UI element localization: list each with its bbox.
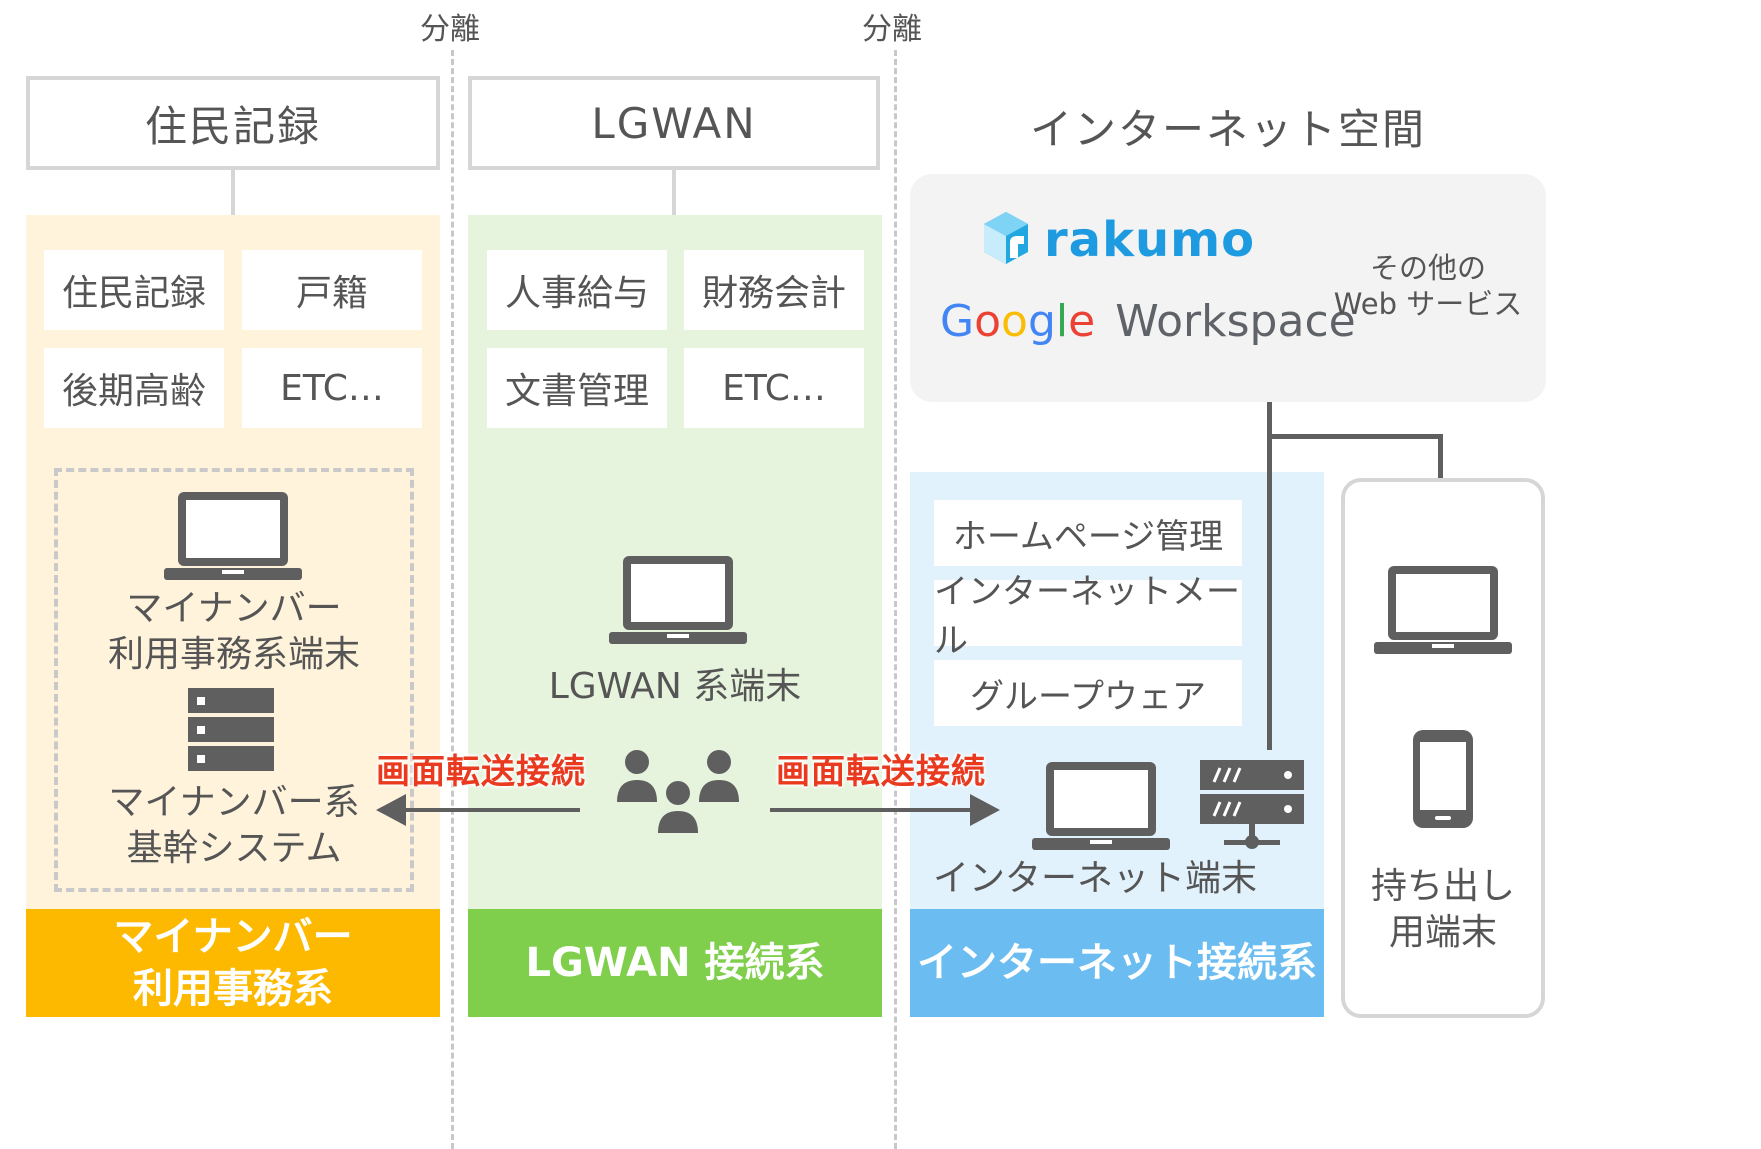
tile-internet-mail: インターネットメール	[934, 572, 1242, 661]
internet-header: インターネット空間	[1029, 105, 1426, 154]
smartphone-icon	[1413, 730, 1473, 828]
mynumber-terminal-label: マイナンバー 利用事務系端末	[54, 586, 414, 678]
rakumo-logo-text: rakumo	[1044, 212, 1256, 268]
resident-header: 住民記録	[26, 76, 440, 170]
google-letter-e: e	[1068, 296, 1096, 347]
tile-document-mgmt: 文書管理	[487, 348, 667, 428]
mynumber-secure-zone	[54, 468, 414, 892]
laptop-icon	[1374, 566, 1512, 654]
google-letter-g2: g	[1027, 296, 1056, 347]
google-letter-l: l	[1055, 296, 1069, 347]
other-web-services-line1: その他の	[1369, 251, 1486, 285]
mynumber-terminal-label-line1: マイナンバー	[126, 588, 342, 629]
mobile-link-vertical	[1438, 434, 1443, 480]
mynumber-server-label-line1: マイナンバー系	[108, 782, 360, 823]
separator-label-1: 分離	[420, 12, 480, 47]
users-group-icon	[617, 750, 739, 833]
laptop-icon	[164, 492, 302, 580]
tile-family-register: 戸籍	[242, 250, 422, 330]
lgwan-header: LGWAN	[468, 76, 880, 170]
workspace-text: Workspace	[1115, 296, 1356, 347]
laptop-icon	[609, 556, 747, 644]
laptop-icon	[1032, 762, 1170, 850]
mynumber-footer: マイナンバー 利用事務系	[26, 909, 440, 1017]
internet-terminal-label: インターネット端末	[932, 858, 1257, 899]
mynumber-server-label: マイナンバー系 基幹システム	[54, 780, 414, 872]
rakumo-logo-icon	[984, 212, 1028, 264]
tile-late-elderly: 後期高齢	[44, 348, 224, 428]
cloud-link-vertical-overlay	[1267, 472, 1272, 750]
mynumber-footer-line1: マイナンバー	[113, 914, 353, 960]
tile-finance: 財務会計	[684, 250, 864, 330]
mynumber-terminal-label-line2: 利用事務系端末	[107, 634, 360, 675]
tile-hr-payroll: 人事給与	[487, 250, 667, 330]
google-letter-g: G	[940, 296, 975, 347]
other-web-services: その他の Web サービス	[1330, 250, 1526, 322]
internet-footer: インターネット接続系	[910, 909, 1324, 1017]
separator-label-2: 分離	[862, 12, 922, 47]
lgwan-header-text: LGWAN	[591, 98, 757, 148]
tile-etc-lgwan: ETC…	[684, 348, 864, 428]
mobile-device-label: 持ち出し 用端末	[1345, 864, 1541, 956]
network-server-icon	[1200, 760, 1304, 849]
mynumber-server-label-line2: 基幹システム	[126, 828, 342, 869]
resident-connector	[231, 170, 235, 216]
lgwan-connector	[672, 170, 676, 216]
internet-footer-text: インターネット接続系	[917, 940, 1317, 986]
tile-homepage-mgmt: ホームページ管理	[934, 500, 1242, 566]
screen-transfer-label-right: 画面転送接続	[776, 752, 986, 792]
mynumber-footer-line2: 利用事務系	[132, 966, 333, 1012]
arrow-right	[770, 794, 1000, 826]
other-web-services-line2: Web サービス	[1333, 287, 1523, 321]
lgwan-footer-text: LGWAN 接続系	[525, 940, 825, 986]
google-letter-o1: o	[974, 296, 1002, 347]
separator-line-2	[894, 50, 897, 1149]
tile-groupware: グループウェア	[934, 660, 1242, 726]
google-workspace-logo: Google Workspace	[940, 296, 1356, 347]
arrow-left	[376, 794, 580, 826]
lgwan-terminal-label: LGWAN 系端末	[548, 666, 802, 707]
server-stack-icon	[188, 688, 274, 771]
cloud-link-horizontal	[1267, 434, 1443, 439]
google-letter-o2: o	[1001, 296, 1028, 347]
tile-etc-resident: ETC…	[242, 348, 422, 428]
mobile-device-label-line1: 持ち出し	[1370, 866, 1515, 907]
separator-line-1	[451, 50, 454, 1149]
screen-transfer-label-left: 画面転送接続	[376, 752, 586, 792]
resident-header-text: 住民記録	[144, 101, 321, 151]
lgwan-footer: LGWAN 接続系	[468, 909, 882, 1017]
tile-resident-record: 住民記録	[44, 250, 224, 330]
cloud-services-box	[910, 174, 1546, 402]
mobile-device-label-line2: 用端末	[1388, 912, 1497, 953]
